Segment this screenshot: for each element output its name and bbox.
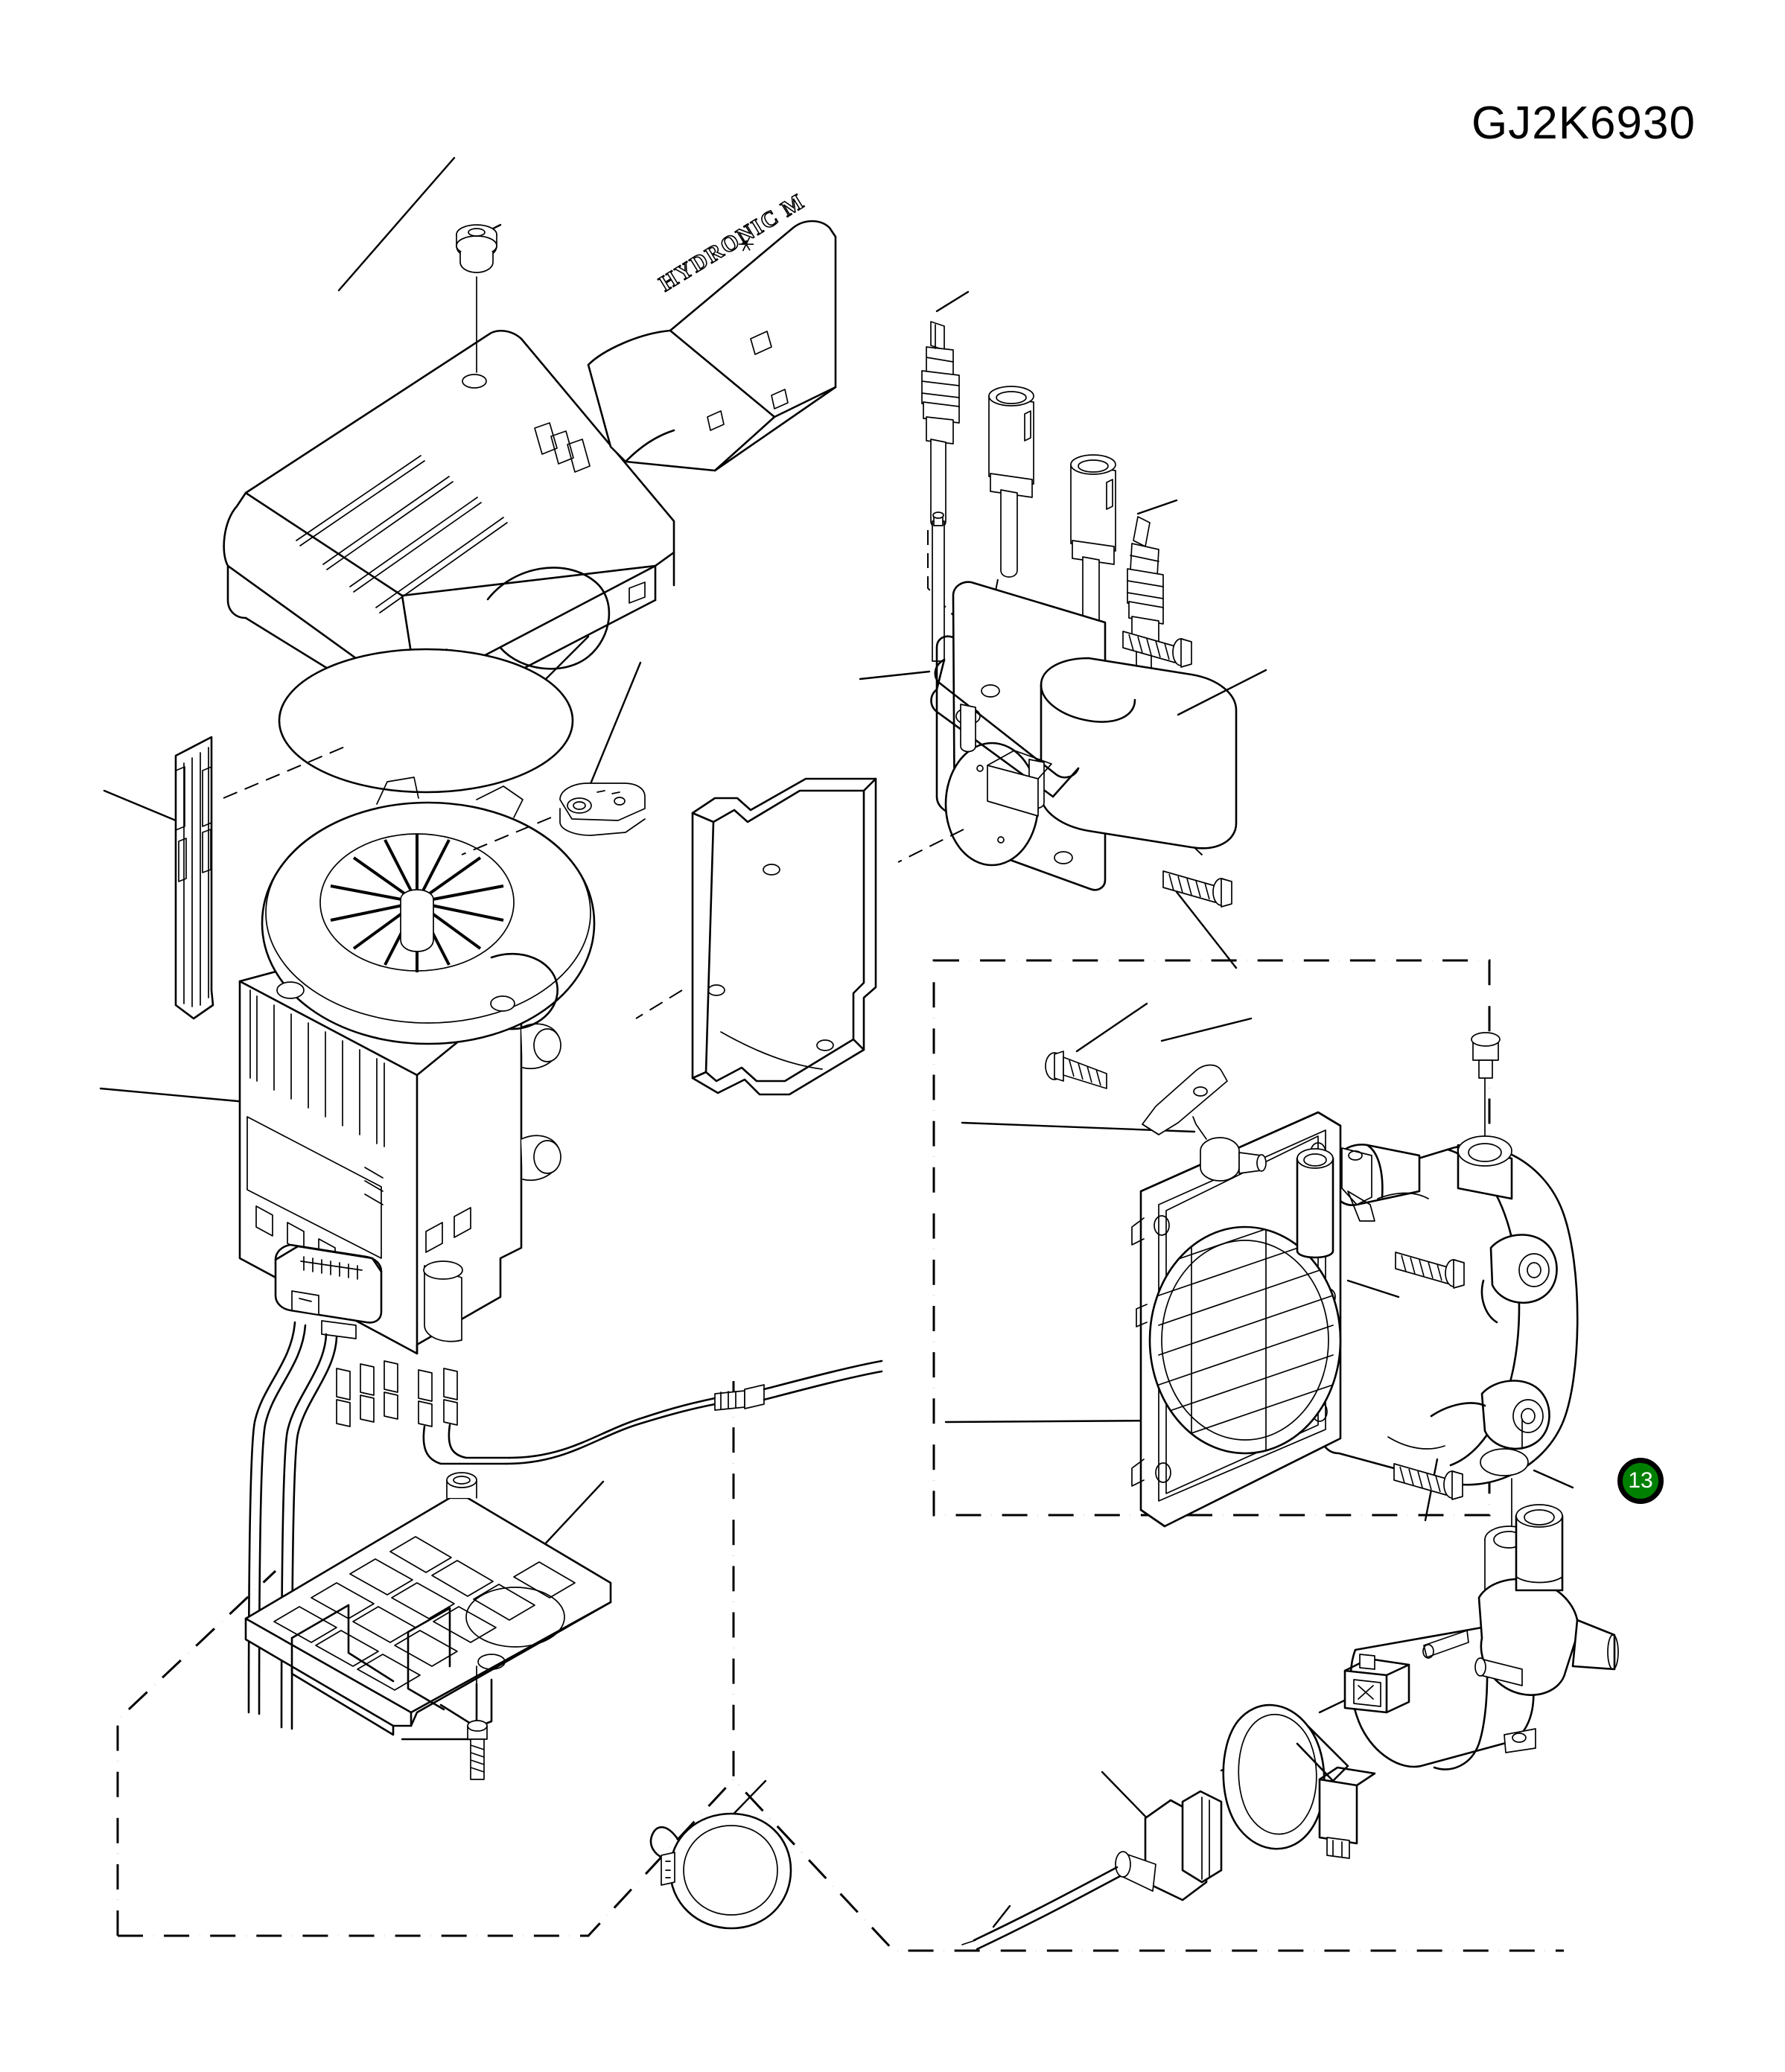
motor-mounting-bolt-a (1122, 631, 1267, 716)
heater-top-cover (223, 156, 675, 725)
combustion-chamber-gasket-disc (278, 635, 590, 794)
snowflake-icon (738, 237, 754, 252)
base-plate-screw (401, 1665, 488, 1780)
water-pump-clamp-band (1220, 1703, 1376, 1859)
motor-mounting-bolt-b (1162, 870, 1238, 969)
chamber-retaining-clip (1142, 1017, 1253, 1135)
wiring-harness (247, 1243, 511, 1730)
chamber-bolt-upper (1346, 1252, 1465, 1298)
combustion-chamber-body (1321, 1032, 1579, 1486)
chamber-bolt-lower (1393, 1458, 1463, 1522)
overheat-sensor-clip (461, 661, 646, 855)
cover-grommet-plug (456, 223, 502, 373)
burner-flange-frame (944, 1111, 1342, 1528)
connector-plug-assembly (961, 1770, 1223, 1951)
blower-motor (897, 657, 1238, 867)
exhaust-port-o-ring (1480, 1418, 1574, 1489)
glow-plug-sleeve-a (986, 386, 1058, 701)
chamber-standpipe (1296, 1147, 1375, 1259)
harness-main-connector (274, 1243, 383, 1339)
drawing-number: GJ2K6930 (1471, 98, 1696, 149)
water-pump-connector (1318, 1654, 1410, 1714)
heater-duct-extension: HYDRONIC M (587, 188, 837, 472)
hose-clamp-ring (649, 1779, 792, 1930)
clip-screw (1045, 1002, 1148, 1089)
combustion-air-gasket (635, 777, 877, 1096)
heat-exchanger-fin-strip (103, 736, 351, 1020)
fuel-metering-rod (932, 511, 945, 662)
mounting-base-plate (244, 1472, 612, 1736)
blower-fan-assembly (261, 777, 596, 1045)
flame-sensor (961, 1116, 1267, 1182)
temperature-sensor-lead (505, 1359, 883, 1465)
callout-badge-13[interactable]: 13 (1617, 1458, 1664, 1504)
water-pump (1349, 1504, 1619, 1770)
harness-spade-terminals (336, 1360, 458, 1427)
